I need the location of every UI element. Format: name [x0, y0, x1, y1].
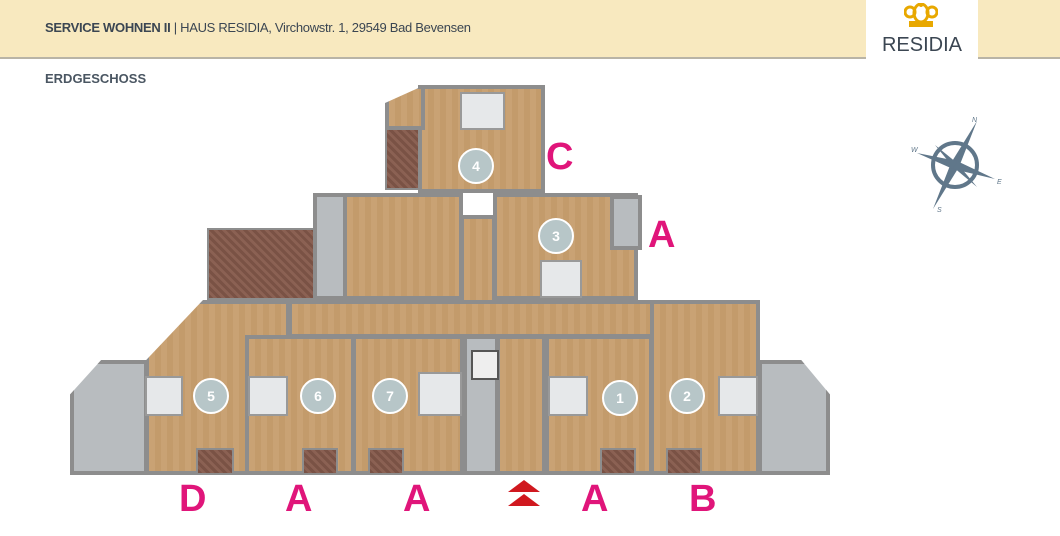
- logo-text: RESIDIA: [881, 34, 963, 56]
- separator: |: [170, 20, 181, 35]
- entrance-arrow-icon: [508, 480, 540, 506]
- unit-6-marker[interactable]: 6: [300, 378, 336, 414]
- side-block-left: [70, 360, 148, 475]
- header-title: SERVICE WOHNEN II | HAUS RESIDIA, Vircho…: [45, 20, 471, 35]
- balcony: [302, 448, 338, 475]
- unit-type-label: A: [648, 214, 676, 256]
- balcony: [368, 448, 404, 475]
- unit-4-bedroom: [385, 85, 425, 130]
- bathroom: [145, 376, 183, 416]
- terrace: [207, 228, 315, 300]
- bathroom: [548, 376, 588, 416]
- side-block-right: [758, 360, 830, 475]
- unit-7-marker[interactable]: 7: [372, 378, 408, 414]
- unit-1-marker[interactable]: 1: [602, 380, 638, 416]
- address: Virchowstr. 1, 29549 Bad Bevensen: [271, 20, 471, 35]
- main-corridor: [288, 300, 673, 338]
- unit-type-label: A: [403, 478, 431, 520]
- unit-5-marker[interactable]: 5: [193, 378, 229, 414]
- bathroom: [248, 376, 288, 416]
- balcony: [196, 448, 234, 475]
- stairs: [313, 193, 347, 300]
- unit-4-marker[interactable]: 4: [458, 148, 494, 184]
- service-title: SERVICE WOHNEN II: [45, 20, 171, 35]
- unit-type-label: D: [179, 478, 207, 520]
- common-room: [343, 193, 463, 300]
- balcony: [385, 125, 423, 190]
- elevator-icon: [471, 350, 499, 380]
- unit-type-label: B: [689, 478, 717, 520]
- bathroom: [460, 92, 505, 130]
- corridor: [460, 215, 496, 305]
- balcony: [666, 448, 702, 475]
- unit-type-label: A: [581, 478, 609, 520]
- floor-label: ERDGESCHOSS: [45, 71, 147, 86]
- entrance-hall: [496, 335, 546, 475]
- unit-2-marker[interactable]: 2: [669, 378, 705, 414]
- compass-rose-icon: N W E S: [905, 115, 1005, 215]
- bathroom: [718, 376, 758, 416]
- residia-logo: RESIDIA: [866, 0, 978, 60]
- compass-e: E: [997, 179, 1002, 186]
- unit-3-marker[interactable]: 3: [538, 218, 574, 254]
- unit-type-label: A: [285, 478, 313, 520]
- unit-type-label: C: [546, 136, 574, 178]
- balcony: [600, 448, 636, 475]
- compass-s: S: [937, 207, 942, 214]
- bathroom: [540, 260, 582, 298]
- crown-icon: [904, 3, 938, 27]
- compass-w: W: [911, 147, 918, 154]
- compass-n: N: [972, 117, 978, 124]
- house-name: HAUS RESIDIA,: [180, 20, 272, 35]
- bathroom: [418, 372, 462, 416]
- stairs: [610, 195, 642, 250]
